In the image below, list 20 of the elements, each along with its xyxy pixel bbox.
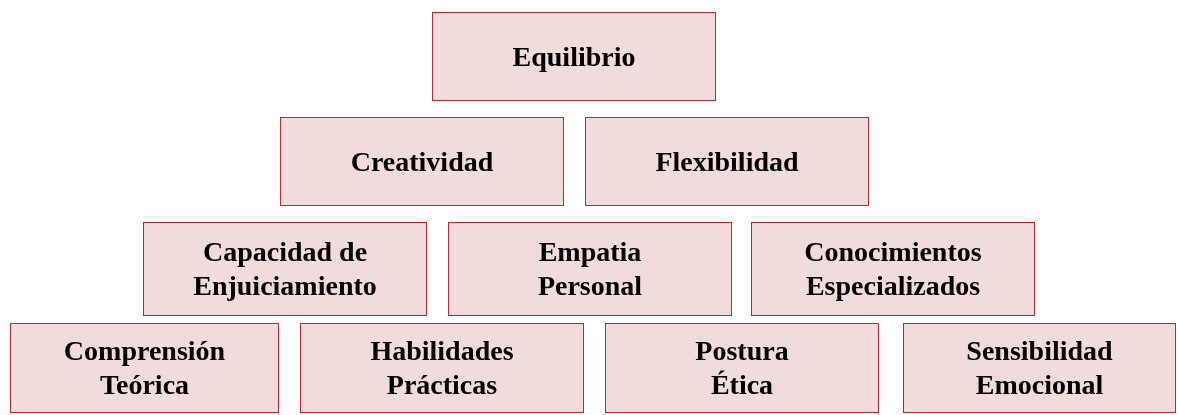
- concept-box: [751, 222, 1035, 316]
- concept-box: [280, 117, 564, 206]
- box-label: Empatia Personal: [536, 235, 644, 303]
- box-label: Capacidad de Enjuiciamiento: [192, 235, 378, 303]
- concept-box: [143, 222, 427, 316]
- box-label: Habilidades Prácticas: [369, 334, 515, 402]
- concept-box: [605, 323, 879, 413]
- concept-box: [903, 323, 1176, 413]
- box-label: Equilibrio: [512, 39, 636, 74]
- concept-box: [10, 323, 279, 413]
- box-label: Conocimientos Especializados: [803, 235, 983, 303]
- concept-box: [300, 323, 584, 413]
- box-label: Flexibilidad: [655, 144, 799, 179]
- box-label: Postura Ética: [694, 334, 790, 402]
- box-label: Comprensión Teórica: [62, 334, 227, 402]
- box-label: Creatividad: [350, 144, 494, 179]
- box-label: Sensibilidad Emocional: [965, 334, 1114, 402]
- concept-box: [448, 222, 732, 316]
- concept-box: [432, 12, 716, 101]
- concept-box: [585, 117, 869, 206]
